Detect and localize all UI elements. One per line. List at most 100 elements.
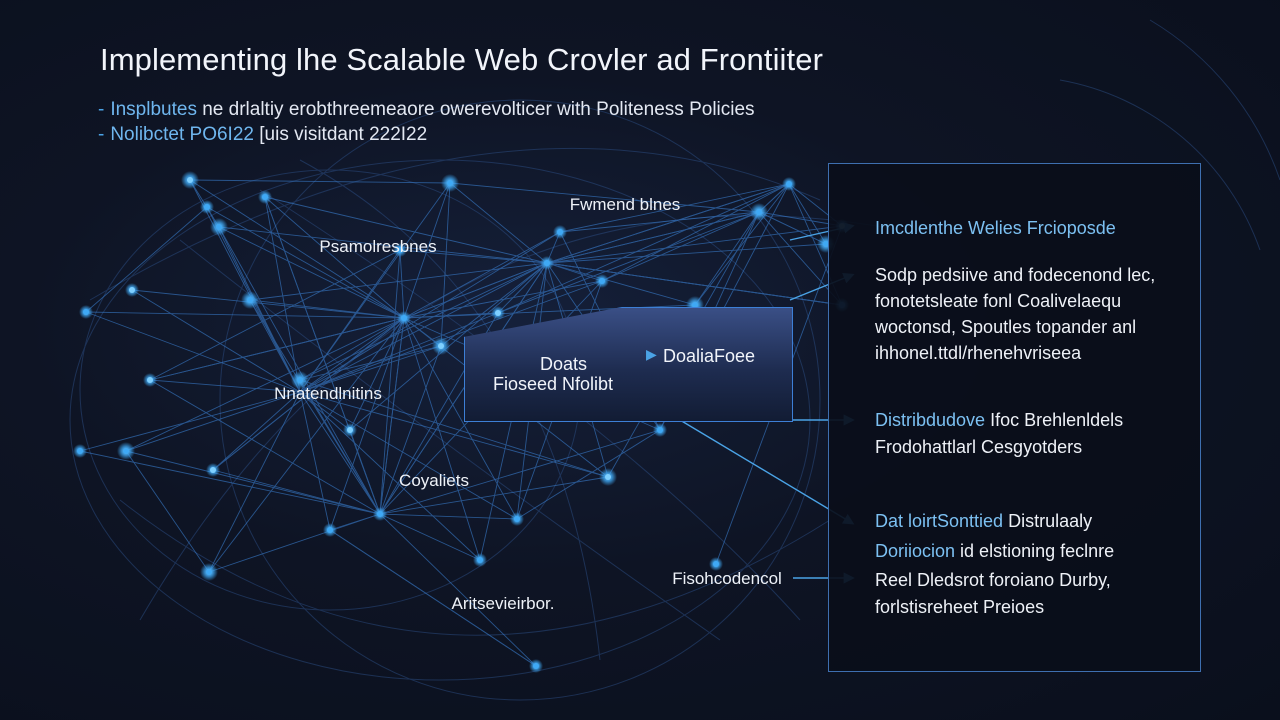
graph-node — [187, 177, 193, 183]
graph-edge — [249, 299, 405, 319]
graph-edge — [403, 182, 451, 319]
graph-edge — [403, 262, 548, 319]
graph-node — [147, 377, 153, 383]
graph-edge — [758, 211, 827, 245]
panel-item-4-line-1: Reel Dledsrot foroiano Durby, — [875, 570, 1111, 590]
graph-edge — [208, 513, 381, 573]
graph-node — [477, 557, 483, 563]
graph-edge — [329, 317, 405, 531]
graph-edge — [546, 243, 827, 264]
graph-node — [692, 302, 698, 308]
graph-edge — [299, 249, 401, 393]
graph-edge — [299, 379, 609, 478]
graph-node — [397, 247, 403, 253]
graph-edge — [299, 391, 331, 531]
item-text: id elstioning feclnre — [955, 541, 1115, 561]
graph-node — [262, 194, 268, 200]
bullet-dash: - — [98, 99, 105, 120]
graph-edge — [212, 317, 405, 471]
graph-edge — [125, 450, 381, 515]
item-accent: Doriiocion — [875, 541, 956, 561]
graph-edge — [125, 391, 301, 452]
graph-edge — [264, 196, 405, 319]
graph-edge — [403, 317, 518, 520]
graph-edge — [264, 196, 548, 264]
graph-edge — [601, 211, 760, 282]
graph-node — [447, 180, 453, 186]
graph-node — [204, 204, 210, 210]
subtitle-line-1: -Insplbutes ne drlaltiy erobthreemeaore … — [98, 99, 755, 121]
info-panel — [828, 163, 1201, 672]
graph-edge — [399, 249, 405, 319]
graph-node — [129, 287, 135, 293]
label-top-center: Fwmend blnes — [569, 195, 681, 214]
panel-para-line: woctonsd, Spoutles topander anl — [875, 317, 1137, 337]
page-title: Implementing lhe Scalable Web Crovler ad… — [100, 42, 824, 77]
graph-edge — [379, 513, 537, 667]
graph-edge — [349, 317, 405, 431]
item-text: Distrulaaly — [1003, 511, 1093, 531]
graph-edge — [125, 317, 405, 452]
subtitle-line-2: -Nolibctet PO6I22 [uis visitdant 222I22 — [98, 124, 427, 146]
graph-node — [216, 224, 222, 230]
graph-edge — [497, 262, 548, 314]
graph-edge — [85, 311, 405, 319]
graph-node — [605, 474, 611, 480]
graph-edge — [131, 289, 301, 393]
graph-edge — [516, 429, 661, 520]
graph-edge — [299, 317, 405, 381]
graph-edge — [379, 345, 442, 515]
graph-node — [123, 448, 129, 454]
subtitle-accent: Nolibctet PO6I22 — [110, 124, 254, 145]
panel-item-2: Distribdudove Ifoc Brehlenldels — [875, 410, 1123, 431]
graph-edge — [449, 182, 760, 213]
graph-edge — [299, 391, 351, 431]
graph-edge — [218, 226, 301, 393]
graph-edge — [149, 379, 381, 515]
graph-node — [786, 181, 792, 187]
graph-edge — [149, 249, 401, 381]
center-box-line-1: Doats — [540, 354, 588, 374]
subtitle-text: [uis visitdant 222I22 — [259, 124, 428, 145]
panel-para-line: fonotetsleate fonl Coalivelaequ — [875, 291, 1122, 311]
graph-node — [533, 663, 539, 669]
graph-edge — [299, 391, 481, 561]
item-text: Ifoc Brehlenldels — [985, 410, 1124, 430]
graph-edge — [218, 226, 381, 515]
graph-edge — [299, 312, 499, 393]
graph-node — [83, 309, 89, 315]
graph-edge — [218, 226, 405, 319]
center-box-side-label: DoaliaFoee — [663, 346, 756, 366]
graph-edge — [546, 262, 696, 306]
subtitle-accent: Insplbutes — [110, 99, 197, 120]
label-lower-mid: Coyaliets — [399, 471, 469, 490]
arc-lines — [69, 19, 1280, 701]
graph-edge — [79, 391, 301, 452]
graph-node — [438, 343, 444, 349]
graph-edge — [149, 317, 405, 381]
graph-edge — [208, 317, 405, 573]
bullet-dash: - — [98, 124, 105, 145]
graph-node — [823, 241, 829, 247]
graph-edge — [299, 280, 603, 393]
graph-node — [514, 516, 520, 522]
graph-edge — [299, 345, 442, 393]
label-left-hub: Nnatendlnitins — [274, 384, 382, 403]
graph-edge — [559, 183, 790, 233]
graph-edge — [218, 226, 548, 264]
graph-node — [756, 209, 762, 215]
graph-edge — [399, 249, 548, 264]
graph-node — [495, 310, 501, 316]
item-accent: Distribdudove — [875, 410, 986, 430]
graph-node — [247, 297, 253, 303]
graph-edge — [131, 289, 405, 319]
graph-edge — [559, 211, 760, 233]
graph-node — [401, 315, 407, 321]
graph-edge — [85, 206, 208, 313]
graph-edge — [546, 183, 790, 264]
panel-para-line: ihhonel.ttdl/rhenehvriseea — [875, 343, 1082, 363]
graph-edge — [264, 196, 381, 515]
graph-edge — [299, 345, 442, 381]
graph-edge — [299, 391, 609, 478]
graph-edge — [546, 225, 843, 264]
